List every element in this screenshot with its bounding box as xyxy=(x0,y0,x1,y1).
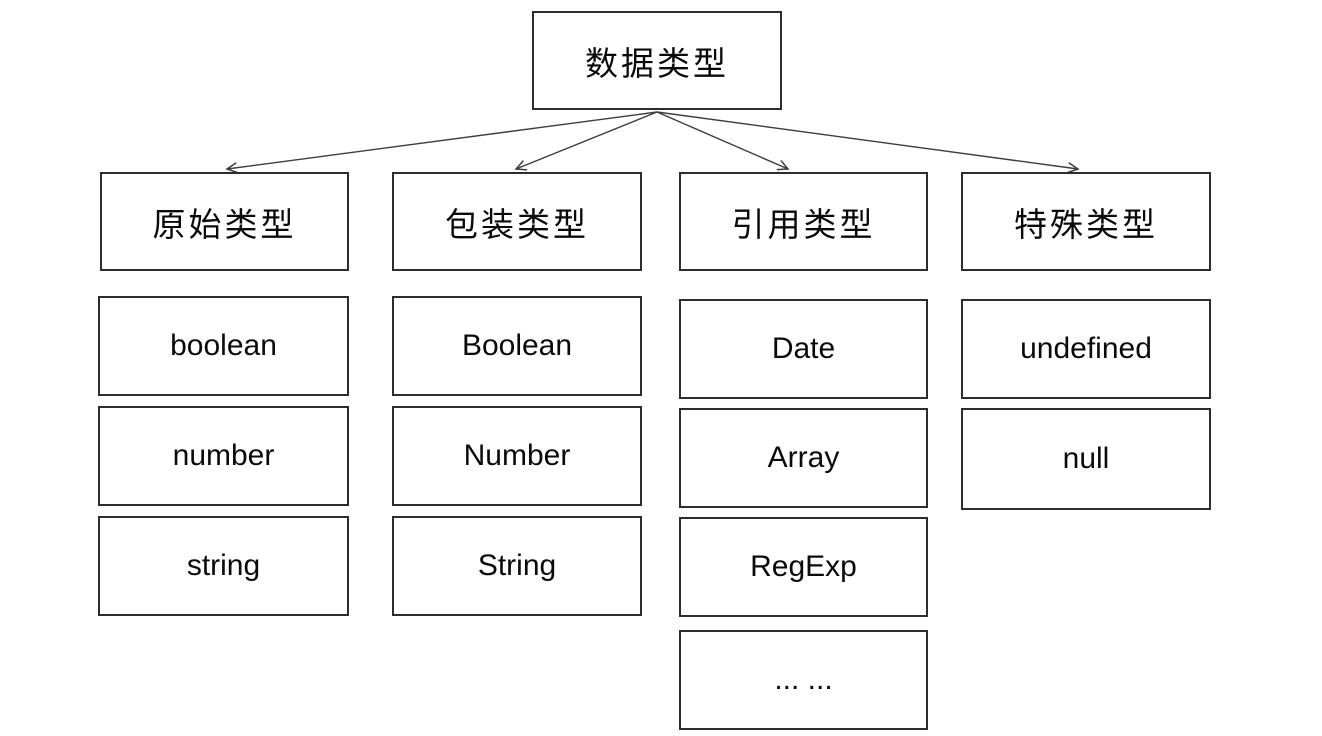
node-category-primitive-label: 原始类型 xyxy=(152,205,297,243)
node-category-wrapper: 包装类型 xyxy=(392,172,642,271)
node-date-label: Date xyxy=(771,332,836,365)
node-boolean: boolean xyxy=(98,296,349,396)
node-array-label: Array xyxy=(767,441,840,474)
node-number-wrapper-label: Number xyxy=(463,439,571,472)
node-number: number xyxy=(98,406,349,506)
node-regexp: RegExp xyxy=(679,517,928,617)
node-undefined-label: undefined xyxy=(1020,332,1152,365)
node-category-primitive: 原始类型 xyxy=(100,172,349,271)
node-undefined: undefined xyxy=(961,299,1211,399)
node-regexp-label: RegExp xyxy=(750,550,857,583)
node-boolean-label: boolean xyxy=(170,329,277,362)
node-string-wrapper: String xyxy=(392,516,642,616)
node-string: string xyxy=(98,516,349,616)
node-ellipsis-label: ... ... xyxy=(774,663,833,696)
node-category-special: 特殊类型 xyxy=(961,172,1211,271)
node-boolean-wrapper-label: Boolean xyxy=(461,329,573,362)
arrow-root-to-wrapper xyxy=(514,111,658,171)
node-root: 数据类型 xyxy=(532,11,782,110)
node-number-wrapper: Number xyxy=(392,406,642,506)
node-ellipsis: ... ... xyxy=(679,630,928,730)
node-null: null xyxy=(961,408,1211,510)
node-number-label: number xyxy=(172,439,275,472)
node-string-label: string xyxy=(186,549,261,582)
node-category-reference: 引用类型 xyxy=(679,172,928,271)
node-string-wrapper-label: String xyxy=(477,549,557,582)
node-boolean-wrapper: Boolean xyxy=(392,296,642,396)
node-date: Date xyxy=(679,299,928,399)
node-category-special-label: 特殊类型 xyxy=(1014,205,1158,243)
node-array: Array xyxy=(679,408,928,508)
arrow-root-to-special xyxy=(656,111,1080,174)
node-category-reference-label: 引用类型 xyxy=(731,205,876,243)
arrow-root-to-primitive xyxy=(225,111,658,174)
node-null-label: null xyxy=(1062,442,1110,475)
node-root-label: 数据类型 xyxy=(585,44,729,82)
arrow-root-to-reference xyxy=(656,111,790,171)
node-category-wrapper-label: 包装类型 xyxy=(445,205,589,243)
